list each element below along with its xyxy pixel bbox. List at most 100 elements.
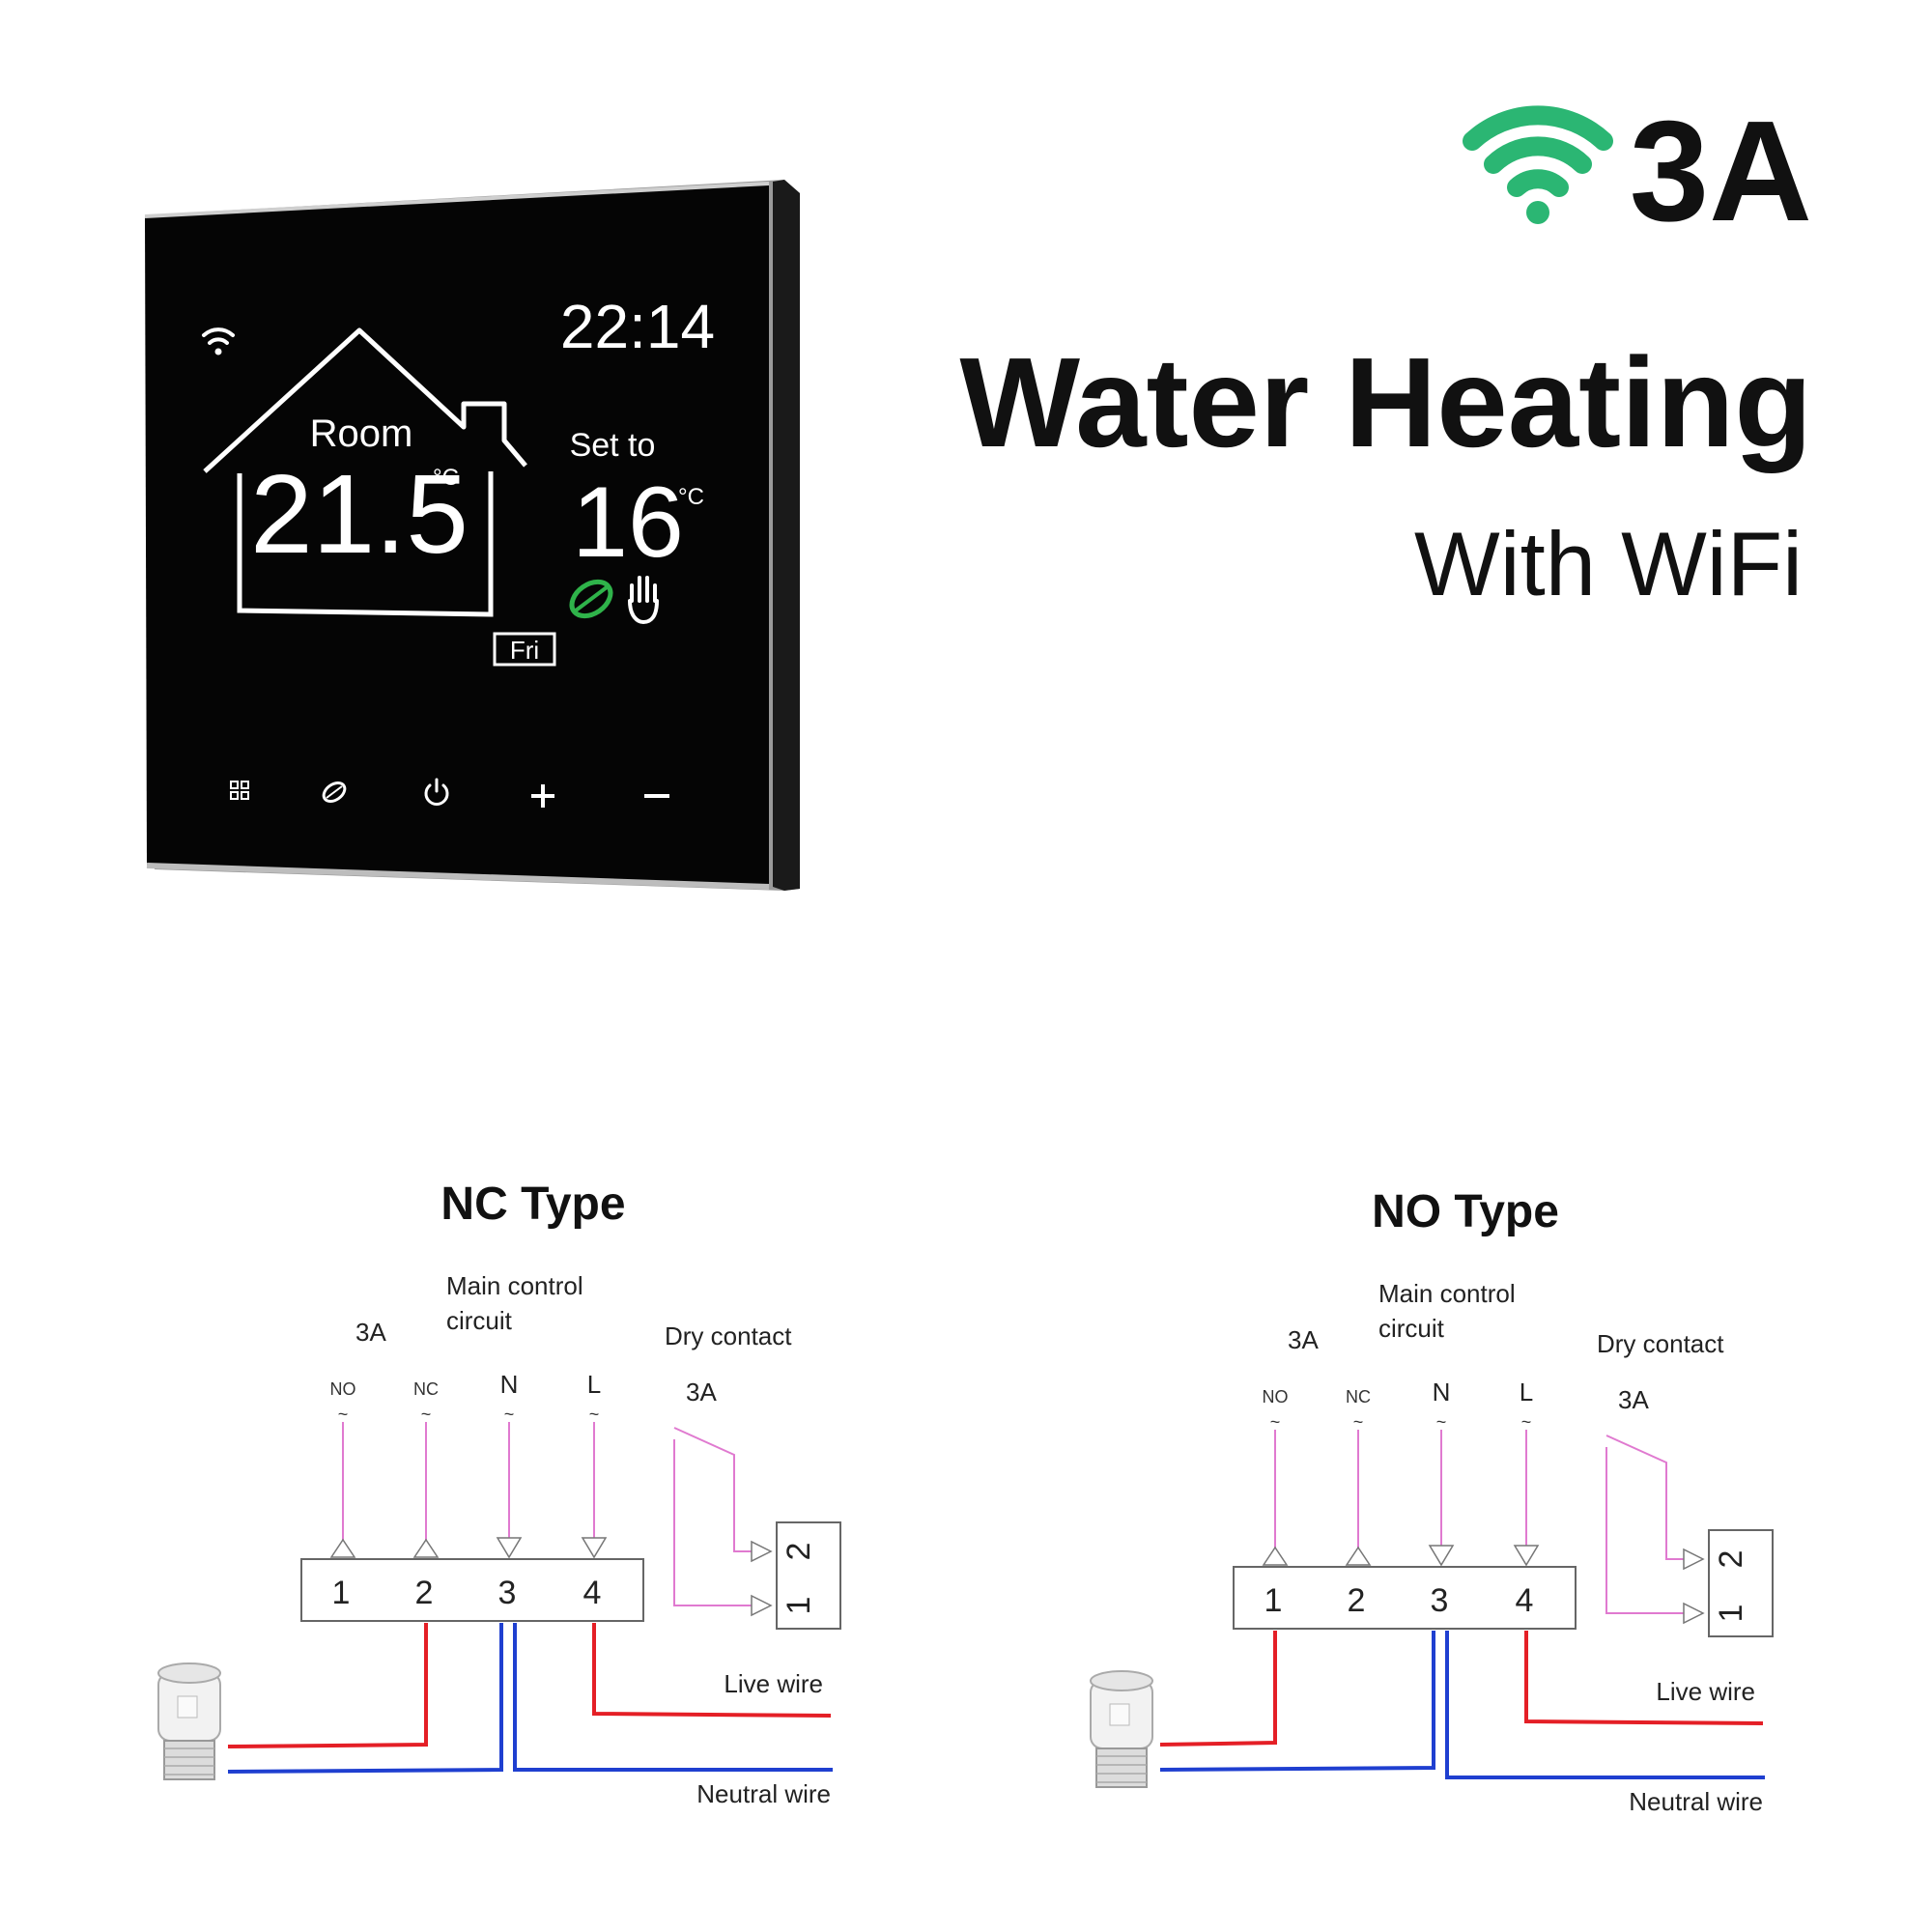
header: 3A Water Heating With WiFi	[959, 92, 1812, 614]
wifi-icon	[1463, 105, 1613, 224]
room-temperature: 21.5	[250, 451, 469, 577]
terminal-arrow-3	[1428, 1545, 1455, 1567]
diagram-title: NC Type	[440, 1179, 625, 1230]
actuator-neutral-wire	[1159, 1631, 1435, 1772]
dry-contact-common	[673, 1439, 752, 1606]
main-control-label-2: circuit	[446, 1306, 513, 1335]
terminal-arrow-3	[496, 1537, 523, 1559]
contact-terminal-1: 1	[781, 1597, 817, 1615]
dry-contact-common	[1605, 1447, 1684, 1614]
circuit-rating: 3A	[1288, 1325, 1319, 1354]
rating-label: 3A	[1630, 92, 1812, 251]
neutral-wire-label: Neutral wire	[1629, 1787, 1763, 1816]
terminal-arrow-2	[412, 1538, 440, 1558]
neutral-wire-line	[1445, 1631, 1765, 1779]
terminal-1: 1	[1264, 1582, 1283, 1619]
actuator-live-wire	[1159, 1631, 1277, 1747]
dry-contact-rating: 3A	[1618, 1385, 1649, 1414]
input-label-n: N	[500, 1370, 519, 1399]
main-control-label: Main control	[1378, 1279, 1516, 1308]
ac-tilde: ~	[338, 1405, 349, 1424]
terminal-1: 1	[332, 1575, 351, 1611]
circuit-rating: 3A	[355, 1318, 386, 1347]
thermal-actuator-icon	[157, 1662, 221, 1780]
set-unit: °C	[678, 484, 704, 510]
device-screen	[145, 184, 769, 887]
terminal-arrow-1	[329, 1538, 356, 1558]
room-unit: °C	[433, 465, 459, 491]
actuator-label	[177, 1695, 198, 1719]
dry-contact-label: Dry contact	[665, 1321, 792, 1350]
contact-terminal-block	[776, 1521, 841, 1630]
terminal-2: 2	[1348, 1582, 1366, 1619]
set-label: Set to	[570, 427, 656, 464]
neutral-wire-line	[513, 1623, 833, 1772]
terminal-arrow-2	[1345, 1546, 1372, 1566]
plus-button[interactable]	[531, 784, 554, 808]
terminal-arrow-4	[581, 1537, 608, 1559]
contact-arrow-2	[751, 1540, 773, 1563]
day-box	[493, 632, 556, 667]
power-button[interactable]	[424, 778, 449, 806]
page-title: Water Heating	[959, 331, 1812, 473]
actuator-base	[163, 1740, 215, 1780]
actuator-live-wire	[227, 1623, 428, 1748]
terminal-block	[300, 1558, 644, 1622]
manual-hand-icon	[628, 576, 659, 625]
dry-contact-rating: 3A	[686, 1378, 717, 1406]
thermal-actuator-icon	[1090, 1670, 1153, 1788]
page-subtitle: With WiFi	[1414, 513, 1803, 614]
thermostat-device: 22:14 Room 21.5 °C Set to 16 °C Fri	[144, 180, 800, 891]
terminal-arrow-1	[1262, 1546, 1289, 1566]
plus-icon	[531, 784, 554, 808]
terminal-block	[1233, 1566, 1577, 1630]
actuator-top	[157, 1662, 221, 1684]
neutral-wire-label: Neutral wire	[696, 1779, 831, 1808]
clock-display: 22:14	[560, 292, 715, 361]
ac-tilde: ~	[1270, 1412, 1281, 1432]
diagram-title: NO Type	[1372, 1186, 1559, 1237]
terminal-4: 4	[583, 1575, 602, 1611]
dry-contact-switch	[673, 1427, 752, 1552]
actuator-neutral-wire	[227, 1623, 503, 1774]
contact-terminal-2: 2	[781, 1543, 817, 1561]
input-label-no: NO	[330, 1379, 356, 1399]
actuator-label	[1109, 1703, 1130, 1726]
contact-terminal-block	[1708, 1529, 1774, 1637]
input-label-no: NO	[1263, 1387, 1289, 1406]
set-temperature: 16	[572, 467, 684, 579]
house-body	[237, 471, 494, 617]
contact-terminal-1: 1	[1713, 1605, 1749, 1623]
input-label-l: L	[587, 1370, 601, 1399]
house-outline-icon	[203, 327, 527, 473]
main-control-label-2: circuit	[1378, 1314, 1445, 1343]
input-label-n: N	[1433, 1378, 1451, 1406]
contact-terminal-2: 2	[1713, 1550, 1749, 1569]
contact-arrow-1	[751, 1594, 773, 1617]
eco-leaf-icon	[569, 579, 613, 619]
day-label: Fri	[510, 636, 539, 665]
ac-tilde: ~	[1521, 1412, 1532, 1432]
dry-contact-switch	[1605, 1435, 1684, 1560]
eco-icon	[322, 781, 347, 804]
actuator-top	[1090, 1670, 1153, 1691]
screen-wifi-icon	[202, 327, 235, 355]
room-label: Room	[310, 412, 413, 455]
input-label-nc: NC	[1346, 1387, 1371, 1406]
terminal-4: 4	[1516, 1582, 1534, 1619]
power-icon	[424, 783, 449, 806]
menu-icon	[230, 781, 239, 789]
eco-button[interactable]	[321, 780, 349, 806]
ac-tilde: ~	[1353, 1412, 1364, 1432]
terminal-3: 3	[1431, 1582, 1449, 1619]
menu-button[interactable]	[230, 781, 249, 800]
actuator-base	[1095, 1747, 1148, 1788]
live-wire-line	[592, 1623, 832, 1718]
dry-contact-label: Dry contact	[1597, 1329, 1724, 1358]
live-wire-label: Live wire	[1656, 1677, 1755, 1706]
contact-arrow-1	[1683, 1602, 1705, 1625]
ac-tilde: ~	[504, 1405, 515, 1424]
main-control-label: Main control	[446, 1271, 583, 1300]
